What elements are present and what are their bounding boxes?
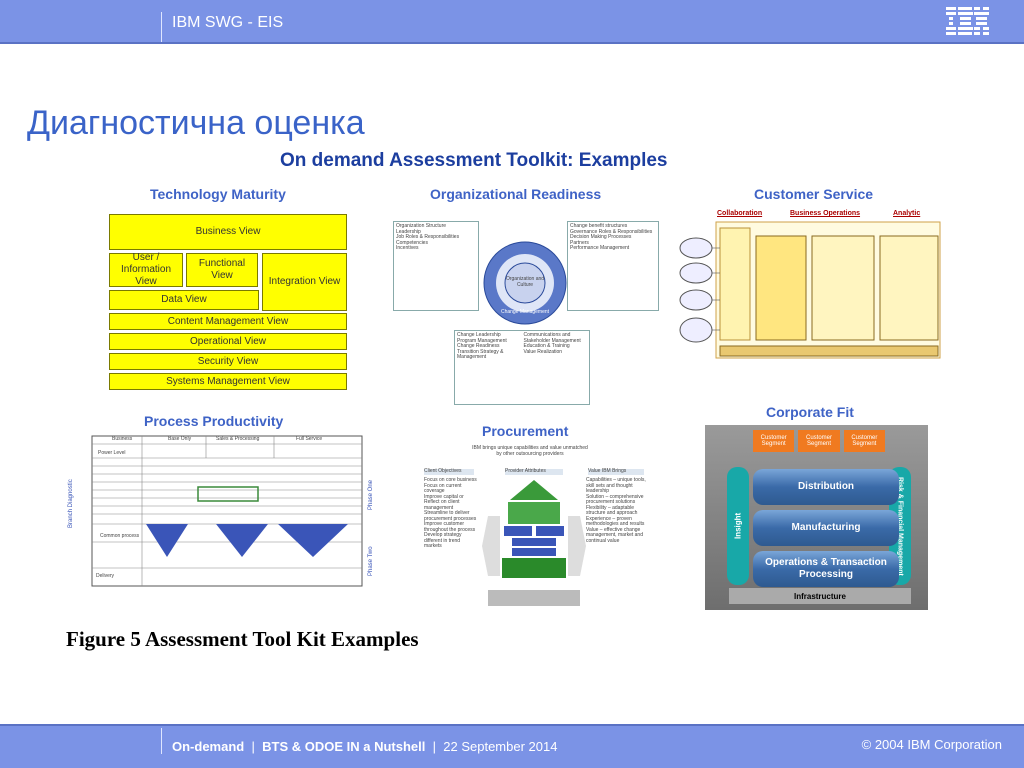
functional-view-box: Functional View: [186, 253, 258, 287]
cs-collaboration-label: Collaboration: [717, 210, 763, 217]
header-separator: [161, 12, 162, 42]
org-right-item: Performance Management: [570, 245, 630, 251]
org-bottom-item: Value Realization: [523, 348, 563, 355]
pp-right-axis-bottom-label: Phase Two: [368, 546, 374, 576]
org-bottom-item: Communications and Stakeholder Managemen…: [523, 332, 581, 344]
cf-band-operations: Operations & Transaction Processing: [753, 551, 899, 587]
pp-row-label: Common process: [100, 533, 140, 539]
footer-date: 22 September 2014: [443, 739, 558, 754]
cf-insight-pillar: Insight: [727, 467, 749, 585]
footer-pipe: |: [251, 739, 255, 754]
org-left-item: Competencies: [396, 239, 428, 246]
customer-service-diagram-icon: [679, 221, 941, 359]
pp-row-label: Power Level: [98, 450, 126, 456]
pp-right-axis-top-label: Phase One: [368, 479, 374, 510]
systems-management-view-box: Systems Management View: [109, 373, 347, 390]
slide-subtitle: On demand Assessment Toolkit: Examples: [280, 150, 668, 171]
org-right-box: Change benefit structures Governance Rol…: [567, 221, 659, 311]
org-left-item: Incentives: [396, 245, 419, 251]
corporate-fit-title: Corporate Fit: [766, 404, 854, 420]
procurement-bullet: Develop strategy different in trend mark…: [424, 532, 462, 549]
org-left-item: Organization Structure: [396, 223, 447, 229]
procurement-bullet: Focus on current coverage: [424, 482, 462, 494]
org-left-item: Leadership: [396, 228, 421, 235]
cf-segment: Customer Segment: [753, 430, 795, 452]
org-left-box: Organization Structure Leadership Job Ro…: [393, 221, 479, 311]
footer-course-title: BTS & ODOE IN a Nutshell: [262, 739, 426, 754]
business-view-box: Business View: [109, 214, 347, 250]
slide-title: Диагностична оценка: [27, 104, 365, 142]
pp-left-axis-label: Branch Diagnostic: [68, 479, 74, 528]
org-right-item: Change benefit structures: [570, 223, 628, 229]
procurement-pyramid-icon: [482, 480, 586, 606]
footer-on-demand: On-demand: [172, 739, 245, 754]
procurement-col-header: Client Objectives: [424, 468, 474, 475]
pp-row-label: Delivery: [96, 573, 115, 579]
footer-bar: On-demand | BTS & ODOE IN a Nutshell | 2…: [0, 724, 1024, 768]
organizational-readiness-title: Organizational Readiness: [430, 186, 602, 202]
operational-view-box: Operational View: [109, 333, 347, 350]
cf-infrastructure: Infrastructure: [729, 588, 911, 604]
customer-service-title: Customer Service: [754, 186, 874, 202]
cf-segment: Customer Segment: [843, 430, 885, 452]
procurement-bullet: Experience – proven methodologies and re…: [586, 515, 645, 527]
org-bottom-item: Transition Strategy & Management: [457, 348, 504, 360]
integration-view-box: Integration View: [262, 253, 347, 311]
figure-caption: Figure 5 Assessment Tool Kit Examples: [66, 627, 419, 651]
org-bottom-item: Change Leadership: [457, 332, 501, 338]
procurement-intro: IBM brings unique capabilities and value…: [472, 445, 588, 457]
procurement-bullet: Improve capital or Reflect on client man…: [424, 493, 464, 511]
procurement-left-bullets: Focus on core business Focus on current …: [424, 477, 478, 550]
procurement-bullet: Focus on core business: [424, 477, 477, 483]
org-bottom-item: Program Management: [457, 337, 507, 344]
security-view-box: Security View: [109, 353, 347, 370]
org-culture-ring-icon: [483, 241, 567, 325]
pp-header: Sales & Processing: [216, 436, 260, 442]
procurement-title: Procurement: [482, 423, 569, 439]
footer-copyright: © 2004 IBM Corporation: [861, 737, 1002, 752]
pp-header: Base Only: [168, 436, 192, 442]
cf-band-distribution: Distribution: [753, 469, 899, 505]
org-bottom-item: Education & Training: [523, 343, 570, 349]
cf-band-manufacturing: Manufacturing: [753, 510, 899, 546]
procurement-bullet: Flexibility – adaptable structure and ap…: [586, 504, 638, 516]
pp-header: Full Service: [296, 436, 323, 442]
org-right-item: Governance Roles & Responsibilities: [570, 228, 653, 235]
data-view-box: Data View: [109, 290, 259, 310]
user-info-view-box: User / Information View: [109, 252, 183, 287]
procurement-bullet: Capabilities – unique tools, skill sets …: [586, 477, 646, 494]
procurement-bullet: Improve customer throughout the process: [424, 521, 476, 533]
org-right-item: Decision Making Processes: [570, 234, 632, 240]
technology-maturity-title: Technology Maturity: [150, 186, 286, 202]
org-left-item: Job Roles & Responsibilities: [396, 234, 460, 240]
header-title: IBM SWG - EIS: [172, 14, 284, 31]
org-center-label: Organization and Culture: [505, 276, 545, 288]
procurement-bullet: Streamline to deliver procurement proces…: [424, 510, 477, 522]
procurement-bullet: Solution – comprehensive procurement sol…: [586, 493, 644, 505]
cf-segment: Customer Segment: [798, 430, 840, 452]
content-management-view-box: Content Management View: [109, 313, 347, 330]
procurement-col-header: Provider Attributes: [505, 468, 563, 475]
footer-separator: [161, 728, 162, 754]
org-bottom-box: Change Leadership Program Management Cha…: [454, 330, 590, 405]
procurement-right-bullets: Capabilities – unique tools, skill sets …: [586, 477, 648, 544]
process-productivity-title: Process Productivity: [144, 413, 284, 429]
footer-text: On-demand | BTS & ODOE IN a Nutshell | 2…: [172, 739, 557, 754]
header-bar: IBM SWG - EIS: [0, 0, 1024, 44]
cs-business-operations-label: Business Operations: [790, 210, 861, 217]
ibm-logo-icon: [946, 7, 989, 35]
org-ring-label: Change Management: [500, 309, 550, 315]
procurement-bullet: Value – effective change management, mar…: [586, 526, 643, 544]
cf-segments: Customer Segment Customer Segment Custom…: [753, 430, 885, 452]
org-bottom-item: Change Readiness: [457, 343, 500, 349]
cs-analytic-label: Analytic: [893, 210, 921, 217]
procurement-col-header: Value IBM Brings: [588, 468, 644, 475]
process-productivity-grid-icon: [91, 435, 363, 587]
footer-pipe: |: [432, 739, 437, 754]
org-right-item: Partners: [570, 239, 589, 246]
pp-header: Business: [112, 436, 133, 442]
